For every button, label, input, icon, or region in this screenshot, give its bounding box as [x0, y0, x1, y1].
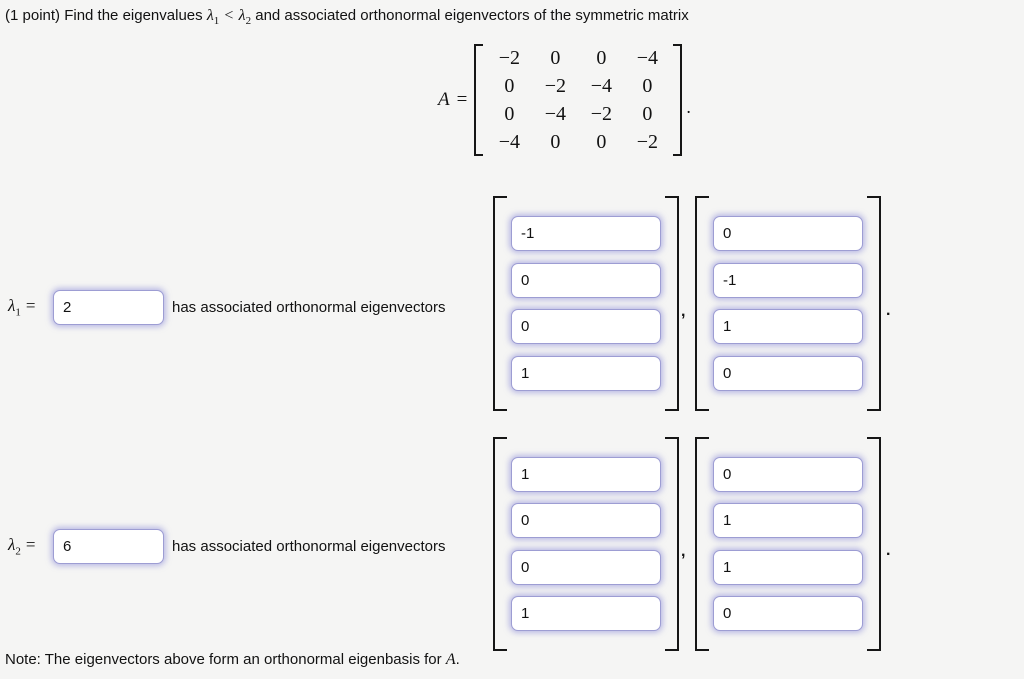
- lambda1-equals-sign: =: [25, 296, 36, 315]
- vector-left-bracket-icon: [695, 196, 709, 411]
- eigenvalue-1-input[interactable]: [53, 290, 164, 325]
- eigenvector-2-2-component-1[interactable]: [713, 457, 863, 492]
- matrix-cell: 0: [596, 131, 607, 153]
- vector-left-bracket-icon: [493, 196, 507, 411]
- eigenvector-1-1-component-2[interactable]: [511, 262, 661, 298]
- eigenvector-1-2-component-2[interactable]: [713, 262, 863, 298]
- lambda2-label-subscript: 2: [15, 545, 21, 558]
- eigenvector-2-1: [511, 437, 661, 651]
- matrix-right-bracket: [673, 44, 683, 156]
- statement-post: and associated orthonormal eigenvectors …: [255, 7, 689, 24]
- matrix-cell: 0: [642, 75, 653, 97]
- eigenvector-2-2-component-3[interactable]: [713, 549, 863, 585]
- note-matrix-name: A: [445, 651, 456, 668]
- matrix-cell: −2: [498, 47, 520, 69]
- note-period: .: [455, 651, 460, 668]
- problem-statement: (1 point) Find the eigenvalues λ1 < λ2 a…: [5, 6, 689, 31]
- eigenvector-1-1-component-3[interactable]: [511, 309, 661, 345]
- lambda2-subscript: 2: [245, 15, 252, 28]
- vector-comma-separator: ,: [681, 302, 686, 320]
- matrix-cell: −2: [590, 103, 612, 125]
- vector-right-bracket-icon: [867, 196, 881, 411]
- matrix-cell: 0: [504, 103, 515, 125]
- note-prefix: Note: The eigenvectors above form an ort…: [5, 651, 442, 668]
- eigenvector-1-2-component-1[interactable]: [713, 216, 863, 251]
- vector-right-bracket-icon: [665, 196, 679, 411]
- lambda1-subscript: 1: [213, 15, 220, 28]
- vector-right-bracket-icon: [867, 437, 881, 651]
- matrix-cell: −4: [590, 75, 612, 97]
- eigenvector-2-2-component-4[interactable]: [713, 595, 863, 631]
- eigenvectors-1-group: , .: [493, 196, 890, 411]
- less-than-sign: <: [224, 7, 234, 24]
- matrix-left-bracket: [474, 44, 484, 156]
- matrix-name: A: [438, 89, 450, 110]
- eigenvector-1-1: [511, 196, 661, 411]
- eigenvector-1-2: [713, 196, 863, 411]
- matrix-cell: −2: [544, 75, 566, 97]
- matrix-grid: −2 0 0 −4 0 −2 −4 0 0 −4 −2 0 −4 0 0 −2: [483, 44, 673, 156]
- eigenvector-1-1-component-1[interactable]: [511, 216, 661, 251]
- lambda2-symbol: λ2: [238, 7, 252, 28]
- matrix-cell: 0: [550, 131, 561, 153]
- matrix-cell: −2: [636, 131, 658, 153]
- eigenvector-2-1-component-4[interactable]: [511, 595, 661, 631]
- points-label: (1 point): [5, 7, 61, 24]
- eigenvector-2-1-component-2[interactable]: [511, 503, 661, 539]
- matrix-period: .: [686, 96, 691, 117]
- eigenvector-2-2: [713, 437, 863, 651]
- lambda2-label: λ2=: [8, 535, 36, 558]
- eigenvalue-2-input[interactable]: [53, 529, 164, 564]
- matrix-cell: −4: [498, 131, 520, 153]
- lambda1-symbol: λ1: [206, 7, 220, 28]
- vector-comma-separator: ,: [681, 543, 686, 560]
- sentence-period: .: [886, 542, 891, 559]
- eigenvector-2-1-component-3[interactable]: [511, 549, 661, 585]
- eigenvector-1-1-component-4[interactable]: [511, 355, 661, 391]
- lambda1-label: λ1=: [8, 296, 36, 319]
- eigenvector-2-2-component-2[interactable]: [713, 503, 863, 539]
- eigenvector-1-2-component-3[interactable]: [713, 309, 863, 345]
- eigenvector-2-1-component-1[interactable]: [511, 457, 661, 492]
- matrix-cell: 0: [642, 103, 653, 125]
- matrix-display: A = −2 0 0 −4 0 −2 −4 0 0 −4 −2 0 −4 0 0…: [438, 44, 691, 156]
- vector-left-bracket-icon: [493, 437, 507, 651]
- matrix-cell: −4: [636, 47, 658, 69]
- matrix-cell: 0: [504, 75, 515, 97]
- statement-pre: Find the eigenvalues: [64, 7, 203, 24]
- eigenvectors-2-group: , .: [493, 437, 890, 651]
- vector-left-bracket-icon: [695, 437, 709, 651]
- eigenvalue-1-description: has associated orthonormal eigenvectors: [172, 299, 446, 316]
- lambda2-equals-sign: =: [25, 535, 36, 554]
- vector-right-bracket-icon: [665, 437, 679, 651]
- eigenvector-1-2-component-4[interactable]: [713, 355, 863, 391]
- eigenvalue-2-description: has associated orthonormal eigenvectors: [172, 538, 446, 555]
- note-text: Note: The eigenvectors above form an ort…: [5, 651, 460, 669]
- matrix-equals-sign: =: [456, 89, 468, 110]
- lambda1-label-subscript: 1: [15, 306, 21, 319]
- matrix-cell: 0: [550, 47, 561, 69]
- matrix-cell: −4: [544, 103, 566, 125]
- matrix-cell: 0: [596, 47, 607, 69]
- sentence-period: .: [886, 301, 891, 319]
